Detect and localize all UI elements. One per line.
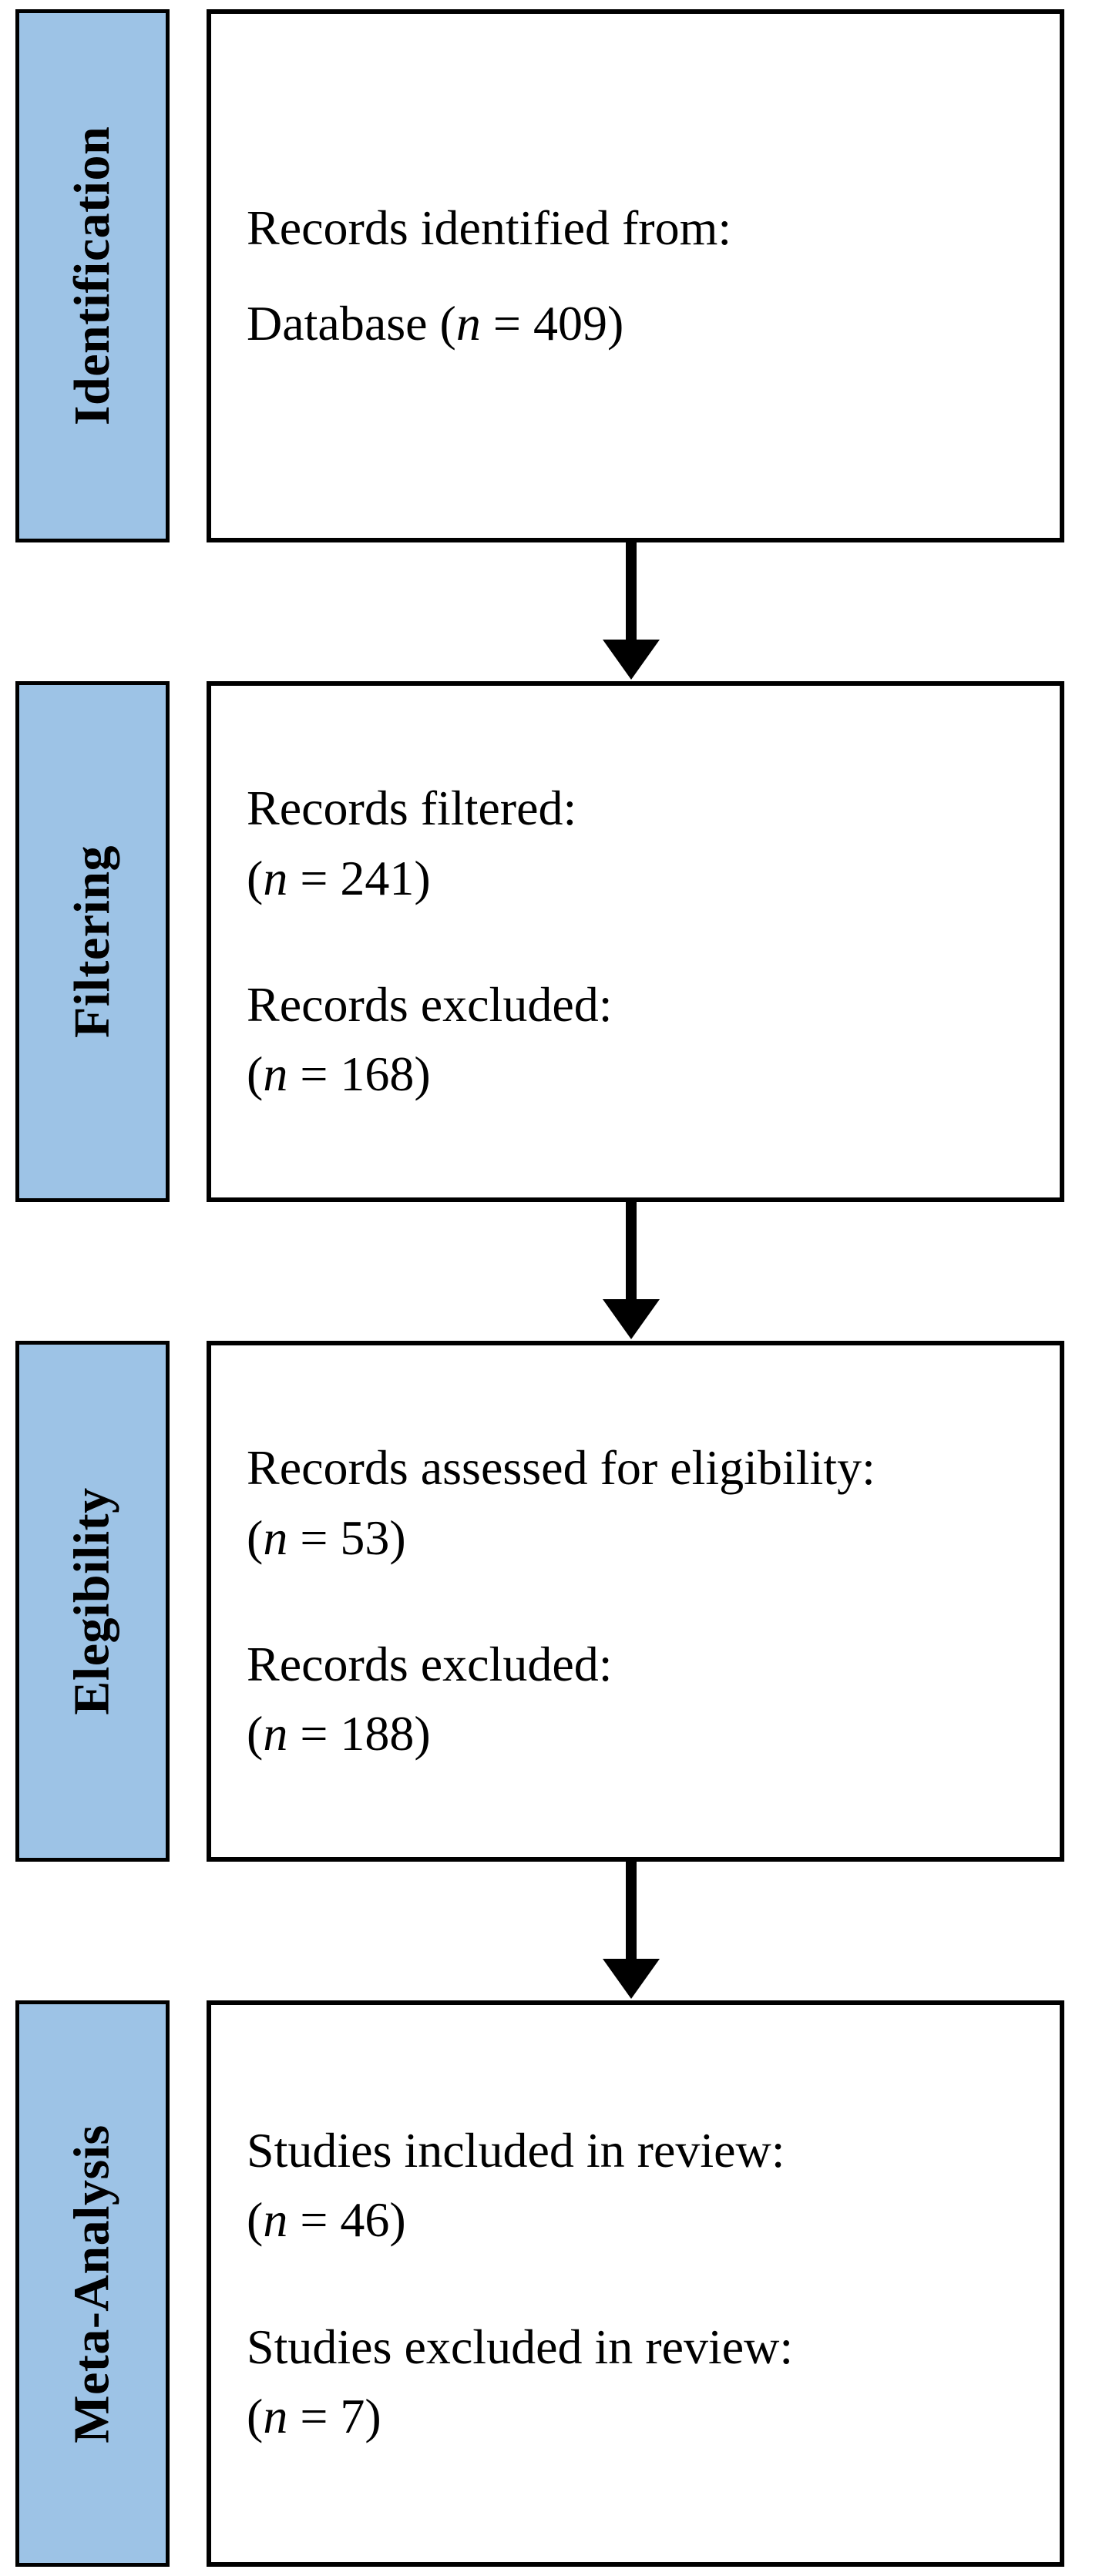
n-symbol: n	[263, 1046, 288, 1102]
box-line: (n = 241)	[247, 846, 1024, 911]
arrow-head-icon	[603, 1959, 660, 1999]
stage-label-text: Elegibility	[64, 1487, 120, 1715]
box-line: (n = 168)	[247, 1042, 1024, 1107]
box-line: Records excluded:	[247, 972, 1024, 1037]
box-line: Records assessed for eligibility:	[247, 1436, 1024, 1500]
stage-elegibility: Elegibility Records assessed for eligibi…	[0, 1341, 1109, 1862]
box-line: (n = 7)	[247, 2384, 1024, 2449]
box-line-prefix: (	[247, 1510, 264, 1565]
box-line: Records filtered:	[247, 776, 1024, 841]
box-line-prefix: Studies included in review:	[247, 2122, 785, 2178]
arrow-shaft	[626, 1202, 637, 1301]
box-line-prefix: Database (	[247, 296, 456, 351]
box-line: Studies excluded in review:	[247, 2315, 1024, 2380]
stage-filtering: Filtering Records filtered: (n = 241) Re…	[0, 681, 1109, 1202]
arrow-head-icon	[603, 640, 660, 680]
n-symbol: n	[263, 2192, 288, 2248]
box-line-prefix: (	[247, 2192, 264, 2248]
box-line: (n = 188)	[247, 1701, 1024, 1766]
box-line: Records identified from:	[247, 196, 1024, 260]
box-line-suffix: = 241)	[287, 850, 431, 905]
box-line-prefix: (	[247, 850, 264, 905]
stage-label-text: Meta-Analysis	[64, 2124, 120, 2443]
stage-identification: Identification Records identified from: …	[0, 9, 1109, 542]
box-line: Database (n = 409)	[247, 291, 1024, 356]
stage-meta-analysis: Meta-Analysis Studies included in review…	[0, 2000, 1109, 2567]
n-symbol: n	[263, 1510, 288, 1565]
box-meta-analysis: Studies included in review: (n = 46) Stu…	[207, 2000, 1064, 2567]
box-line-suffix: = 46)	[287, 2192, 406, 2248]
arrow-shaft	[626, 1862, 637, 1960]
box-line-suffix: = 168)	[287, 1046, 431, 1102]
box-line: Studies included in review:	[247, 2118, 1024, 2183]
arrow-shaft	[626, 542, 637, 641]
n-symbol: n	[263, 850, 288, 905]
n-symbol: n	[455, 296, 481, 351]
box-line: (n = 46)	[247, 2188, 1024, 2252]
box-line-prefix: Records excluded:	[247, 1637, 613, 1691]
arrow-identification-to-filtering	[0, 542, 1109, 681]
box-line-prefix: (	[247, 1046, 264, 1102]
box-line-prefix: Records filtered:	[247, 781, 577, 836]
box-line: Records excluded:	[247, 1632, 1024, 1697]
n-symbol: n	[263, 2388, 288, 2443]
stage-label-filtering: Filtering	[15, 681, 170, 1202]
arrow-head-icon	[603, 1299, 660, 1339]
n-symbol: n	[263, 1706, 288, 1762]
box-line-suffix: = 409)	[480, 296, 624, 351]
box-line-suffix: = 53)	[287, 1510, 406, 1565]
stage-label-text: Filtering	[64, 845, 121, 1039]
box-filtering: Records filtered: (n = 241) Records excl…	[207, 681, 1064, 1202]
box-line: (n = 53)	[247, 1506, 1024, 1570]
stage-label-text: Identification	[64, 126, 120, 426]
box-line-suffix: = 7)	[287, 2388, 381, 2443]
box-line-prefix: Studies excluded in review:	[247, 2319, 794, 2374]
box-line-prefix: Records assessed for eligibility:	[247, 1440, 875, 1496]
stage-label-identification: Identification	[15, 9, 170, 542]
box-elegibility: Records assessed for eligibility: (n = 5…	[207, 1341, 1064, 1862]
stage-label-elegibility: Elegibility	[15, 1341, 170, 1862]
arrow-elegibility-to-meta-analysis	[0, 1862, 1109, 2000]
box-line-suffix: = 188)	[287, 1706, 431, 1762]
box-line-prefix: Records identified from:	[247, 200, 732, 255]
box-line-prefix: (	[247, 2388, 264, 2443]
box-identification: Records identified from: Database (n = 4…	[207, 9, 1064, 542]
arrow-filtering-to-elegibility	[0, 1202, 1109, 1341]
box-line-prefix: Records excluded:	[247, 977, 613, 1032]
box-line-prefix: (	[247, 1706, 264, 1762]
stage-label-meta-analysis: Meta-Analysis	[15, 2000, 170, 2567]
